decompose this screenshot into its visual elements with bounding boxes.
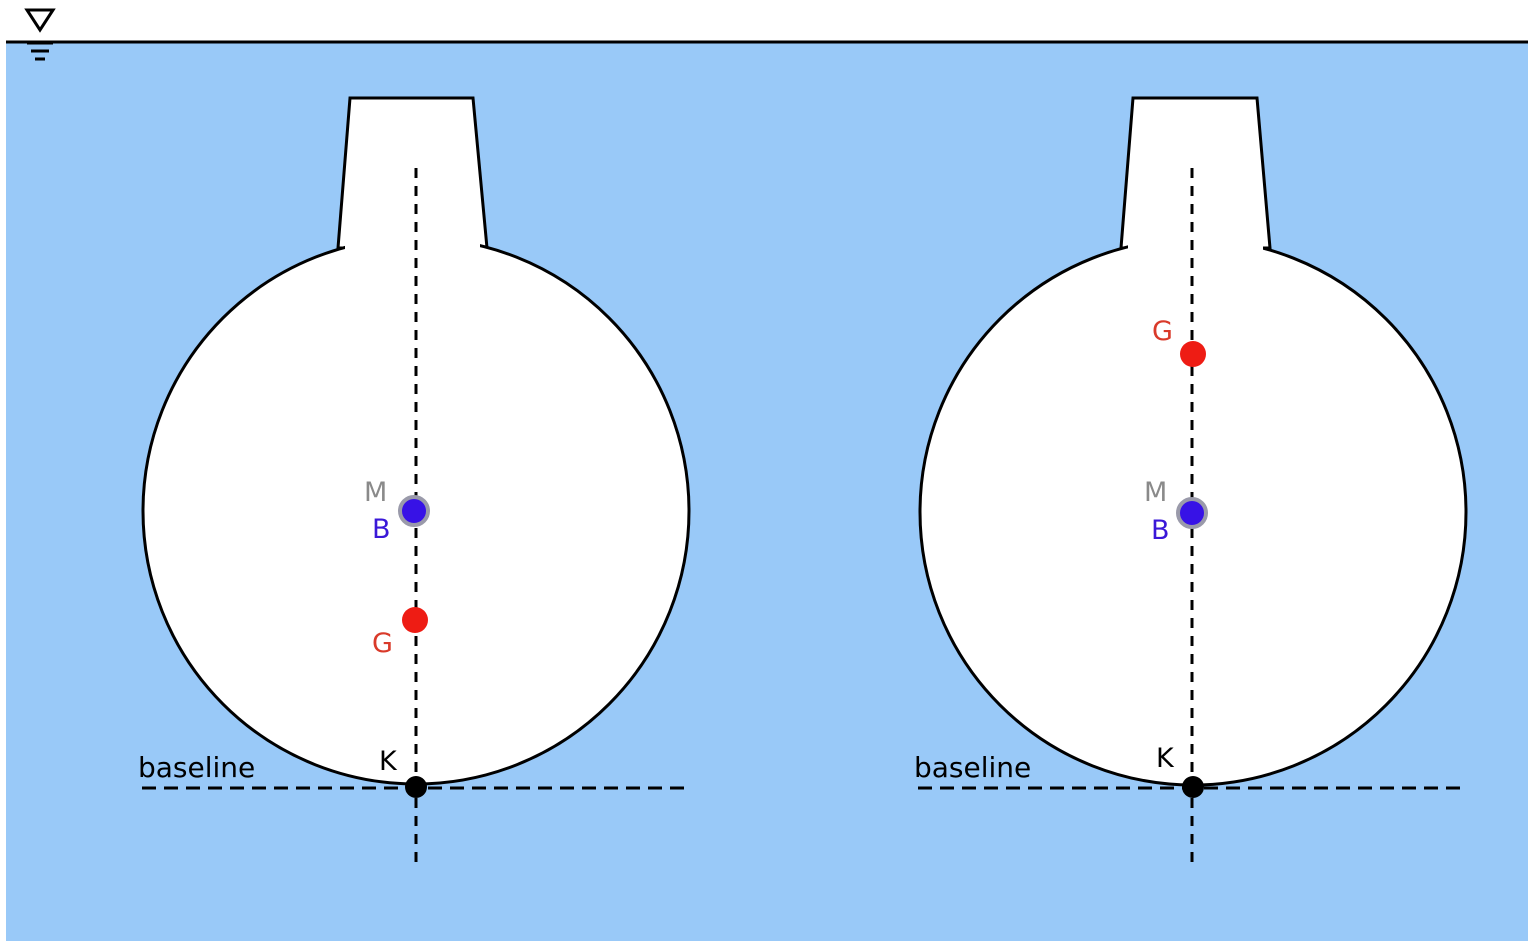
baseline-label-right: baseline xyxy=(914,751,1031,784)
gravity-point-left xyxy=(402,607,428,633)
metacenter-label-left: M xyxy=(364,477,387,508)
keel-point-right xyxy=(1182,776,1204,798)
baseline-label-left: baseline xyxy=(138,751,255,784)
hull-tower-joint-left xyxy=(345,236,480,250)
keel-point-left xyxy=(405,776,427,798)
hull-tower-joint-right xyxy=(1128,236,1263,250)
metacenter-label-right: M xyxy=(1144,477,1167,508)
sky-area xyxy=(0,0,1528,44)
vessel-left: baseline K M B G xyxy=(138,96,691,862)
metacenter-buoyancy-point-right xyxy=(1176,497,1208,529)
gravity-label-left: G xyxy=(372,628,393,659)
conning-tower-left xyxy=(336,96,489,250)
water-level-symbol-icon xyxy=(24,8,56,61)
conning-tower-right xyxy=(1119,96,1272,250)
keel-label-left: K xyxy=(379,746,398,777)
gravity-point-right xyxy=(1180,341,1206,367)
buoyancy-label-right: B xyxy=(1151,515,1170,546)
keel-label-right: K xyxy=(1156,743,1175,774)
metacenter-buoyancy-point-left xyxy=(398,495,430,527)
gravity-label-right: G xyxy=(1152,316,1173,347)
vessel-right: baseline K M B G xyxy=(914,96,1468,862)
buoyancy-label-left: B xyxy=(372,514,391,545)
